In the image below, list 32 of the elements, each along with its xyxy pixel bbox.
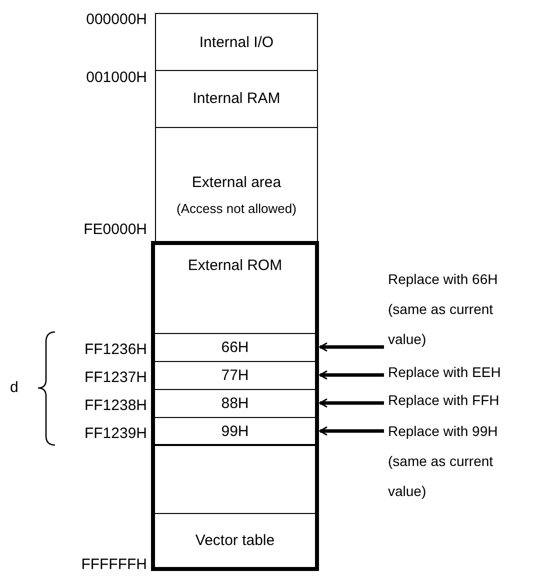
arrow: [319, 342, 384, 352]
memory-region-box: [155, 13, 318, 71]
address-label: 001000H: [86, 69, 147, 86]
region-label: 99H: [221, 422, 249, 440]
callout-text: Replace with 66H (same as current value): [388, 264, 538, 354]
region-label: 66H: [221, 339, 249, 356]
address-label: FE0000H: [84, 221, 147, 238]
arrow: [319, 398, 384, 408]
region-label: External area: [192, 174, 282, 191]
address-label: FFFFFFH: [81, 556, 147, 573]
arrow: [319, 426, 384, 436]
address-label: FF1237H: [84, 369, 147, 386]
region-label: Internal RAM: [192, 90, 280, 107]
region-label: Vector table: [195, 532, 275, 549]
rom-region-box: [151, 241, 319, 571]
address-label: 000000H: [86, 11, 147, 28]
arrow: [319, 370, 384, 380]
region-label: 88H: [221, 395, 249, 412]
memory-region-box: [155, 70, 318, 128]
memory-region-box: [155, 127, 318, 244]
range-label: d: [10, 379, 18, 396]
callout-text: Replace with 99H (same as current value): [388, 416, 538, 506]
callout-text: Replace with FFH: [388, 389, 538, 411]
region-note: (Access not allowed): [176, 201, 296, 216]
memory-cell: [155, 417, 315, 445]
address-label: FF1239H: [84, 425, 147, 442]
callout-text: Replace with EEH: [388, 361, 538, 383]
region-label: External ROM: [188, 257, 282, 274]
address-label: FF1238H: [84, 397, 147, 414]
address-label: FF1236H: [84, 341, 147, 358]
region-label: 77H: [221, 367, 249, 384]
region-label: Internal I/O: [199, 34, 274, 50]
